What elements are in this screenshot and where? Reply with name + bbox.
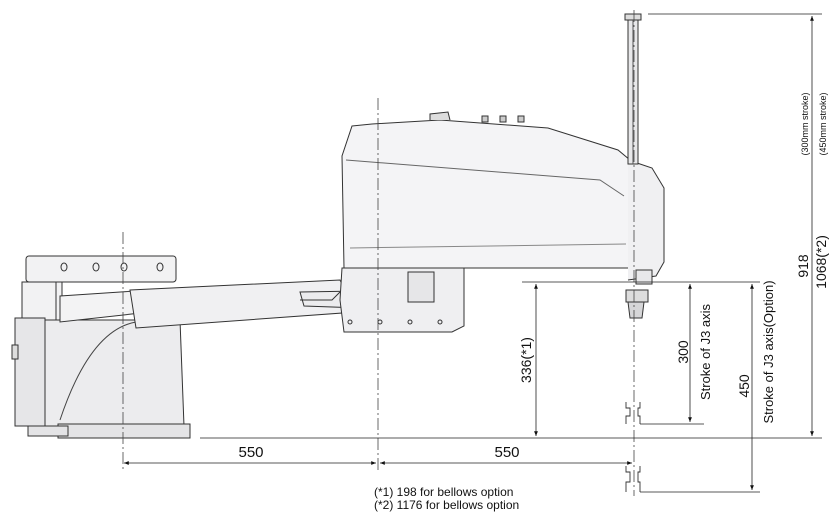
dim-stroke-std-value: 300 [675,340,691,364]
center-lines [122,10,635,496]
dim-total-std-note: (300mm stroke) [800,92,810,155]
dim-total-std-value: 918 [795,254,811,278]
dim-stroke-opt-label: Stroke of J3 axis(Option) [761,280,776,423]
j3-shaft [624,13,642,165]
robot-base [11,255,191,439]
dim-j2-to-j3: 550 [494,444,519,461]
dim-total-opt-value: 1068(*2) [813,235,829,289]
dim-j3-end-height: 336(*1) [518,337,534,383]
dim-stroke-std-label: Stroke of J3 axis [698,303,713,400]
j2-joint-block [339,267,465,333]
footnote-1: (*1) 198 for bellows option [374,485,514,499]
second-arm-housing [341,111,665,319]
dimension-lines [124,13,822,493]
dim-total-opt-note: (450mm stroke) [818,92,828,155]
footnote-2: (*2) 1176 for bellows option [374,498,520,512]
j3-end-markers [625,402,641,492]
footnotes: (*1) 198 for bellows option (*2) 1176 fo… [374,486,519,512]
dim-base-to-j2: 550 [238,444,263,461]
dim-stroke-opt-value: 450 [736,374,752,398]
